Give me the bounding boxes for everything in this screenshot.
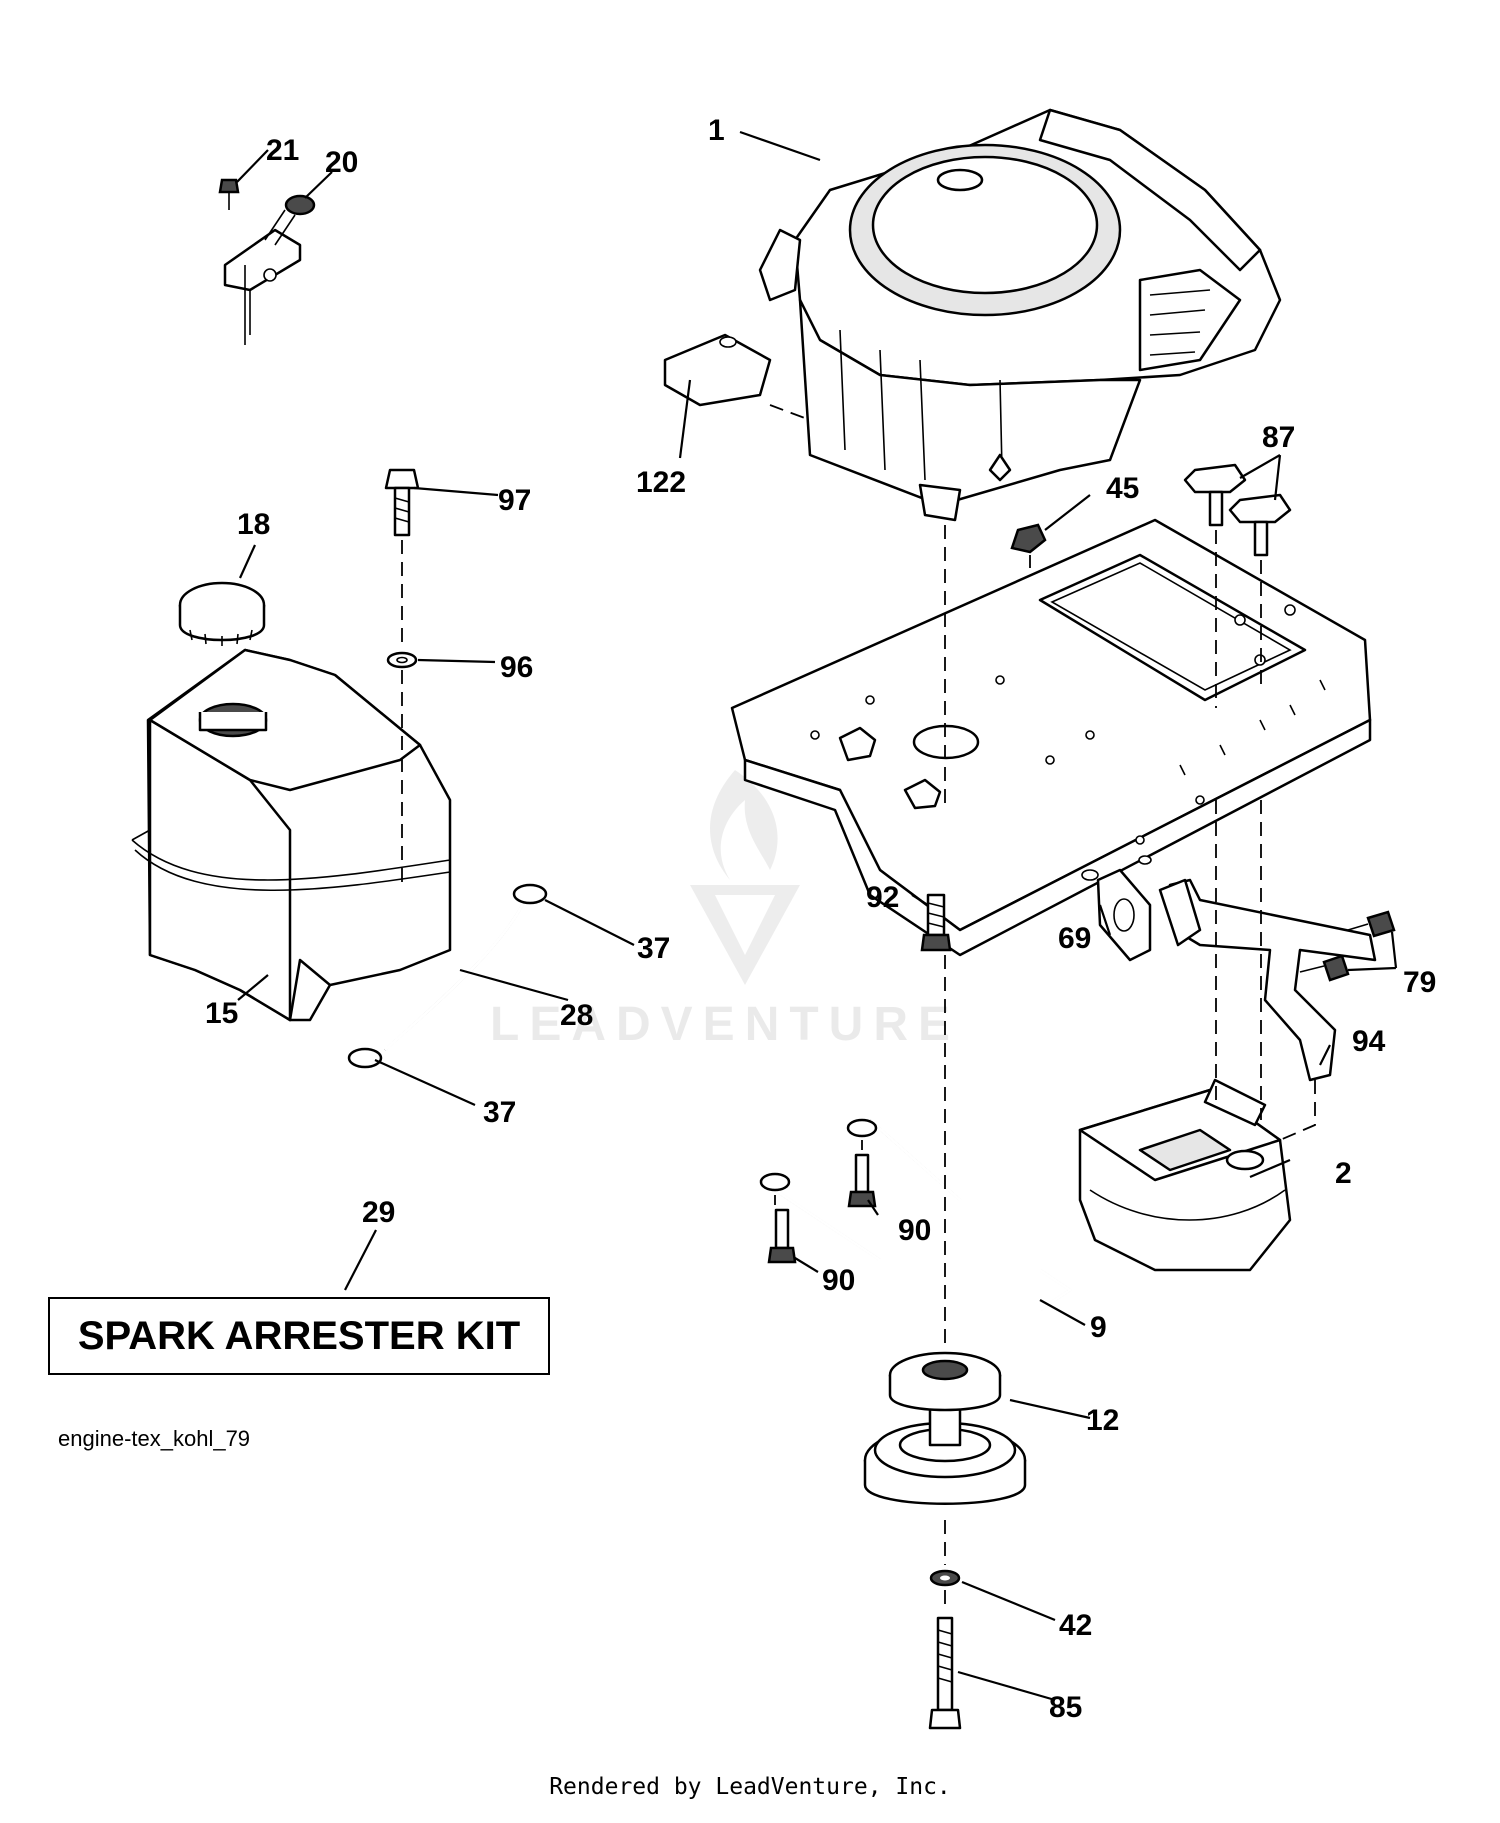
frame-plate-part[interactable]	[730, 518, 1372, 957]
callout-96: 96	[500, 651, 533, 684]
washer-part[interactable]	[386, 651, 418, 669]
exhaust-gasket-part[interactable]	[1096, 868, 1152, 962]
callout-85: 85	[1049, 1691, 1082, 1724]
fuel-tank-part[interactable]	[131, 648, 452, 1022]
callout-90-lower: 90	[822, 1264, 855, 1297]
callout-29: 29	[362, 1196, 395, 1229]
leader-lines	[236, 130, 1398, 1702]
exhaust-screw-upper-part[interactable]	[1347, 910, 1396, 938]
throttle-control-part[interactable]	[223, 194, 316, 345]
frame-bolt-part[interactable]	[920, 893, 952, 952]
callout-18: 18	[237, 508, 270, 541]
muffler-part[interactable]	[1078, 1078, 1292, 1272]
callout-2: 2	[1335, 1157, 1352, 1190]
diagram-id-label: engine-tex_kohl_79	[58, 1426, 251, 1451]
callout-92: 92	[866, 881, 899, 914]
hose-clamp-upper-part[interactable]	[512, 883, 548, 905]
callout-20: 20	[325, 146, 358, 179]
leadventure-watermark: LEADVENTURE	[490, 770, 960, 1051]
engine-pulley-part[interactable]	[863, 1351, 1027, 1505]
callout-37-upper: 37	[637, 932, 670, 965]
callout-15: 15	[205, 997, 238, 1030]
pulley-washer-part[interactable]	[929, 1569, 961, 1587]
bolt-part[interactable]	[384, 468, 420, 537]
fuel-cap-part[interactable]	[178, 581, 266, 646]
callout-21: 21	[266, 134, 299, 167]
pulley-bolt-part[interactable]	[928, 1616, 962, 1730]
callout-28: 28	[560, 999, 593, 1032]
exhaust-pipe-part[interactable]	[1158, 878, 1377, 1082]
callout-94: 94	[1352, 1025, 1386, 1058]
alignment-lines	[769, 404, 1316, 1612]
callout-97: 97	[498, 484, 531, 517]
heat-shield-bolt-lower-part[interactable]	[767, 1208, 797, 1264]
mounting-bolt-lower-part[interactable]	[1228, 493, 1292, 557]
screw-part[interactable]	[218, 178, 240, 210]
callout-42: 42	[1059, 1609, 1092, 1642]
watermark-text: LEADVENTURE	[490, 998, 960, 1051]
hose-clamp-lower-part[interactable]	[347, 1047, 383, 1069]
callout-37-lower: 37	[483, 1096, 516, 1129]
callout-45: 45	[1106, 472, 1139, 505]
fuel-line-part[interactable]	[383, 899, 527, 1052]
callout-1: 1	[708, 114, 725, 147]
callout-122: 122	[636, 466, 686, 499]
callout-79: 79	[1403, 966, 1436, 999]
flange-nut-part[interactable]	[1010, 523, 1047, 554]
exhaust-screw-lower-part[interactable]	[1299, 954, 1350, 982]
callout-69: 69	[1058, 922, 1091, 955]
callout-9: 9	[1090, 1311, 1107, 1344]
callout-numbers: 1 2 9 12 15 18 20 21 28 29 37 37 42 45 6…	[205, 114, 1436, 1724]
flame-logo-icon	[710, 770, 778, 880]
spark-arrester-kit-label[interactable]: SPARK ARRESTER KIT	[48, 1297, 550, 1375]
heat-shield-part[interactable]	[759, 1118, 1073, 1312]
callout-90-upper: 90	[898, 1214, 931, 1247]
engine-part[interactable]	[758, 108, 1282, 522]
v-logo-icon	[690, 885, 800, 985]
callout-12: 12	[1086, 1404, 1119, 1437]
mounting-bolt-upper-part[interactable]	[1183, 463, 1247, 527]
rendered-by-footer: Rendered by LeadVenture, Inc.	[549, 1774, 951, 1800]
wiring-bracket-part[interactable]	[663, 333, 772, 407]
callout-87: 87	[1262, 421, 1295, 454]
